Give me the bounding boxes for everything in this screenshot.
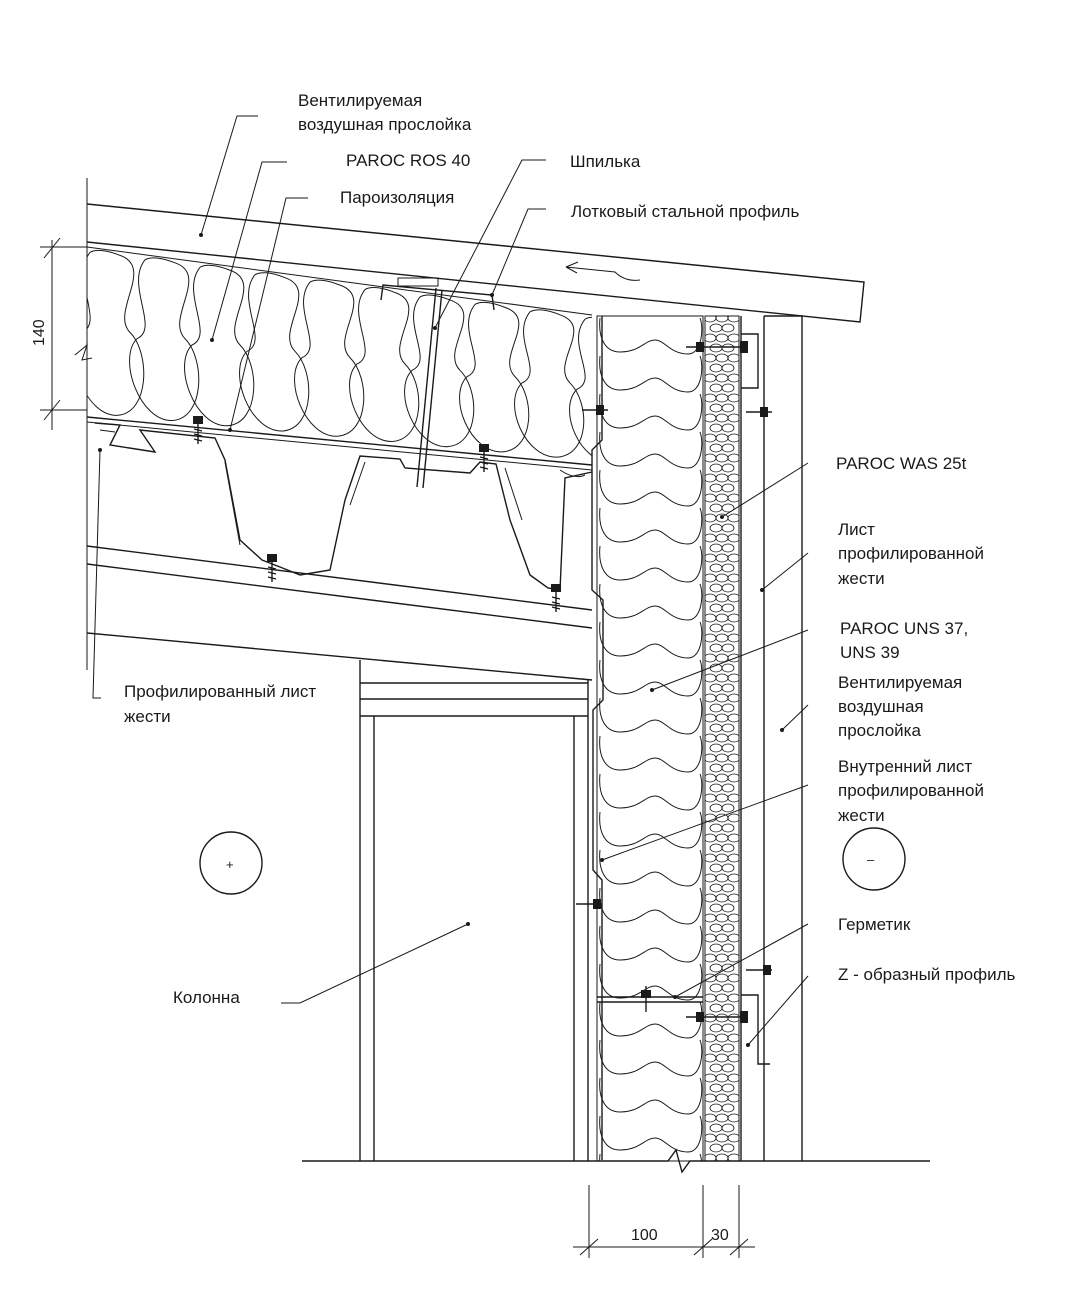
label-vapor-barrier: Пароизоляция	[340, 188, 454, 207]
paroc-was-insulation	[705, 316, 739, 1161]
stud-pin	[416, 287, 443, 489]
profiled-deck	[94, 422, 593, 591]
svg-text:воздушная прослойка: воздушная прослойка	[298, 115, 472, 134]
roof-insulation-top	[86, 246, 593, 316]
roof-screws	[193, 416, 561, 612]
svg-text:UNS 39: UNS 39	[840, 643, 900, 662]
label-stud: Шпилька	[570, 152, 641, 171]
svg-text:–: –	[867, 852, 875, 867]
label-profiled-sheet: Профилированный лист	[124, 682, 316, 701]
dim-roof-insulation: 140	[31, 319, 48, 346]
z-profile-bottom	[741, 994, 770, 1065]
dim-wall-outer-insulation: 30	[711, 1227, 729, 1244]
dimensions: 140 100 30	[31, 237, 755, 1258]
leader-lines	[92, 115, 809, 1047]
vapor-barrier-line	[86, 416, 593, 466]
label-tray-profile: Лотковый стальной профиль	[571, 202, 799, 221]
outside-symbol: –	[842, 827, 906, 891]
paroc-uns-insulation	[599, 318, 703, 1161]
dim-wall-insulation: 100	[631, 1227, 658, 1244]
svg-text:прослойка: прослойка	[838, 721, 921, 740]
label-sealant: Герметик	[838, 915, 911, 934]
roof-cover-sheet	[86, 203, 865, 323]
labels: Вентилируемая воздушная прослойка PAROC …	[124, 91, 1016, 1007]
label-z-profile: Z - образный профиль	[838, 965, 1016, 984]
svg-text:профилированной: профилированной	[838, 781, 984, 800]
inside-symbol: +	[199, 831, 263, 895]
tray-profile-clip	[380, 284, 495, 311]
outer-profiled-sheet	[764, 315, 803, 1161]
roof-assembly	[86, 178, 865, 681]
svg-text:воздушная: воздушная	[838, 697, 924, 716]
label-vent-gap-roof: Вентилируемая	[298, 91, 422, 110]
label-paroc-was: PAROC WAS 25t	[836, 454, 967, 473]
svg-text:жести: жести	[838, 569, 885, 588]
label-paroc-ros: PAROC ROS 40	[346, 151, 470, 170]
label-vent-gap-wall: Вентилируемая	[838, 673, 962, 692]
label-sheet: Лист	[838, 520, 875, 539]
svg-text:+: +	[226, 857, 234, 872]
wall-assembly	[302, 315, 930, 1174]
tray-profile-cap	[397, 277, 439, 287]
svg-text:профилированной: профилированной	[838, 544, 984, 563]
label-inner-sheet: Внутренний лист	[838, 757, 972, 776]
z-profile-top	[741, 333, 759, 389]
wall-screws	[576, 341, 772, 1023]
roof-beam	[86, 545, 593, 681]
column	[359, 660, 589, 1161]
paroc-ros-insulation	[87, 249, 592, 463]
ground-line	[302, 1148, 930, 1174]
airflow-arrow	[565, 261, 641, 281]
label-paroc-uns: PAROC UNS 37,	[840, 619, 968, 638]
svg-text:жести: жести	[124, 707, 171, 726]
svg-text:жести: жести	[838, 806, 885, 825]
label-column: Колонна	[173, 988, 240, 1007]
z-profile-rail	[740, 316, 765, 1161]
